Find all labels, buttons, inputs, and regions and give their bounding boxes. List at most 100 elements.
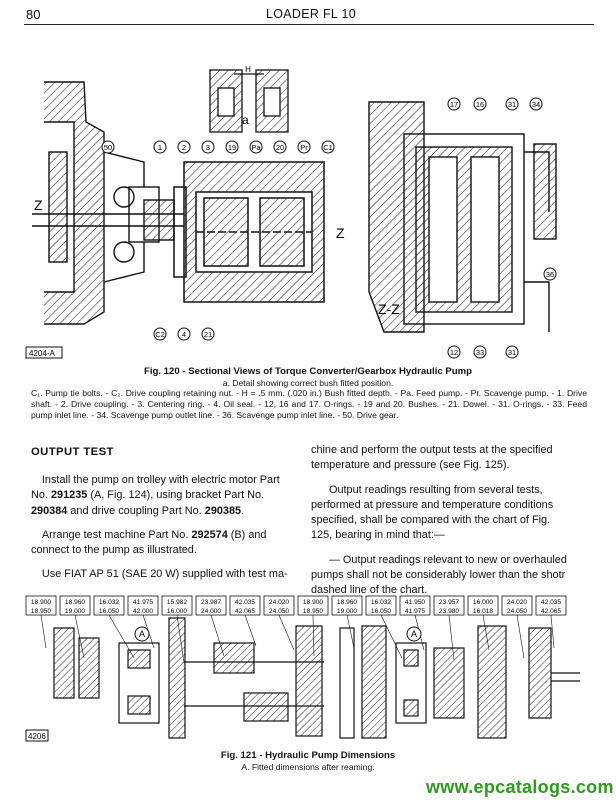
dimension-box: 24.020 24.050 [263, 595, 295, 616]
svg-text:24.020: 24.020 [507, 599, 528, 606]
paragraph-5: Output readings resulting from several t… [311, 483, 554, 542]
callouts-top-left: 50 1 2 3 19 Pa 20 Pr C1 [101, 140, 335, 154]
left-column: Install the pump on trolley with electri… [31, 473, 293, 592]
callout: Pr [297, 140, 311, 154]
fig121-plate-code: 4206 [28, 732, 46, 741]
svg-text:16.000: 16.000 [167, 608, 188, 615]
callout: 12 [447, 345, 461, 359]
svg-text:34: 34 [532, 100, 540, 109]
svg-text:42.035: 42.035 [541, 599, 562, 606]
svg-text:24.050: 24.050 [269, 608, 290, 615]
right-column: chine and perform the output tests at th… [311, 443, 573, 608]
svg-text:42.065: 42.065 [235, 608, 256, 615]
callout: C2 [153, 327, 167, 341]
fig120-legend: C₁. Pump tie bolts. - C₂. Drive coupling… [31, 388, 587, 420]
callout: 3 [201, 140, 215, 154]
svg-text:20: 20 [276, 143, 284, 152]
callout: 33 [473, 345, 487, 359]
section-heading: OUTPUT TEST [31, 446, 114, 458]
svg-text:A: A [139, 629, 145, 639]
callouts-bottom-left: C2 4 21 [153, 327, 215, 341]
svg-text:16.050: 16.050 [371, 608, 392, 615]
callout: Pa [249, 140, 263, 154]
svg-text:31: 31 [508, 100, 516, 109]
paragraph-6: — Output readings relevant to new or ove… [311, 553, 567, 597]
callout: 16 [473, 97, 487, 111]
callout: 31 [505, 97, 519, 111]
callout: C1 [321, 140, 335, 154]
pump-body [173, 161, 325, 303]
detail-a-markers: A A [134, 626, 422, 642]
svg-text:16.032: 16.032 [99, 599, 120, 606]
dimension-box: 18.900 18.950 [297, 595, 329, 616]
svg-text:16.050: 16.050 [99, 608, 120, 615]
callout: 4 [177, 327, 191, 341]
callout: 2 [177, 140, 191, 154]
callout: 50 [101, 140, 115, 154]
svg-text:24.050: 24.050 [507, 608, 528, 615]
svg-text:18.950: 18.950 [303, 608, 324, 615]
callout: 21 [201, 327, 215, 341]
svg-text:24.020: 24.020 [269, 599, 290, 606]
svg-text:18.960: 18.960 [337, 599, 358, 606]
callout: 17 [447, 97, 461, 111]
callout: 31 [505, 345, 519, 359]
svg-text:3: 3 [206, 143, 210, 152]
detail-a-marker: A [406, 626, 422, 642]
svg-text:16.018: 16.018 [473, 608, 494, 615]
dimension-box: 16.032 16.050 [365, 595, 397, 616]
svg-text:16.032: 16.032 [371, 599, 392, 606]
fig121-caption-sub: A. Fitted dimensions after reaming. [241, 762, 375, 772]
section-zz [368, 101, 557, 333]
svg-text:24.000: 24.000 [201, 608, 222, 615]
svg-text:41.950: 41.950 [405, 599, 426, 606]
footer-url: www.epcatalogs.com [426, 777, 614, 797]
paragraph-1: Install the pump on trolley with electri… [31, 474, 280, 517]
housing-left [44, 81, 160, 325]
svg-text:18.950: 18.950 [31, 608, 52, 615]
svg-text:18.900: 18.900 [303, 599, 324, 606]
dimension-boxes: 18.900 18.950 18.960 19.000 16.032 16.050 4… [25, 595, 567, 616]
svg-text:17: 17 [450, 100, 458, 109]
z-left-label: Z [34, 197, 43, 213]
z-right-label: Z [336, 225, 345, 241]
callout: 20 [273, 140, 287, 154]
svg-text:41.975: 41.975 [133, 599, 154, 606]
svg-text:12: 12 [450, 348, 458, 357]
svg-text:19.000: 19.000 [337, 608, 358, 615]
svg-text:A: A [411, 629, 417, 639]
svg-text:41.975: 41.975 [405, 608, 426, 615]
callouts-right: 17 16 31 34 36 12 33 31 [447, 97, 557, 359]
fig120-caption-title: Fig. 120 - Sectional Views of Torque Con… [143, 366, 473, 377]
paragraph-4: chine and perform the output tests at th… [311, 444, 553, 472]
svg-text:16: 16 [476, 100, 484, 109]
paragraph-2: Arrange test machine Part No. 292574 (B)… [31, 528, 267, 557]
svg-text:1: 1 [158, 143, 162, 152]
svg-text:C2: C2 [155, 330, 165, 339]
callout: 34 [529, 97, 543, 111]
dimension-box: 16.032 16.050 [93, 595, 125, 616]
svg-text:C1: C1 [323, 143, 333, 152]
running-title: LOADER FL 10 [266, 7, 356, 21]
page-number: 80 [26, 7, 41, 22]
svg-text:Pa: Pa [251, 143, 261, 152]
dimension-box: 18.960 19.000 [331, 595, 363, 616]
fig120-plate-code: 4204-A [29, 349, 55, 358]
svg-text:2: 2 [182, 143, 186, 152]
svg-text:23.987: 23.987 [201, 599, 222, 606]
svg-text:23.957: 23.957 [439, 599, 460, 606]
svg-text:31: 31 [508, 348, 516, 357]
svg-text:42.000: 42.000 [133, 608, 154, 615]
svg-text:4: 4 [182, 330, 186, 339]
h-label: H [245, 65, 251, 74]
dimension-box: 41.975 42.000 [127, 595, 159, 616]
paragraph-3: Use FIAT AP 51 (SAE 20 W) supplied with … [41, 568, 288, 581]
detail-a-label: a [242, 113, 249, 127]
zz-label: Z-Z [378, 301, 400, 317]
callout: 1 [153, 140, 167, 154]
